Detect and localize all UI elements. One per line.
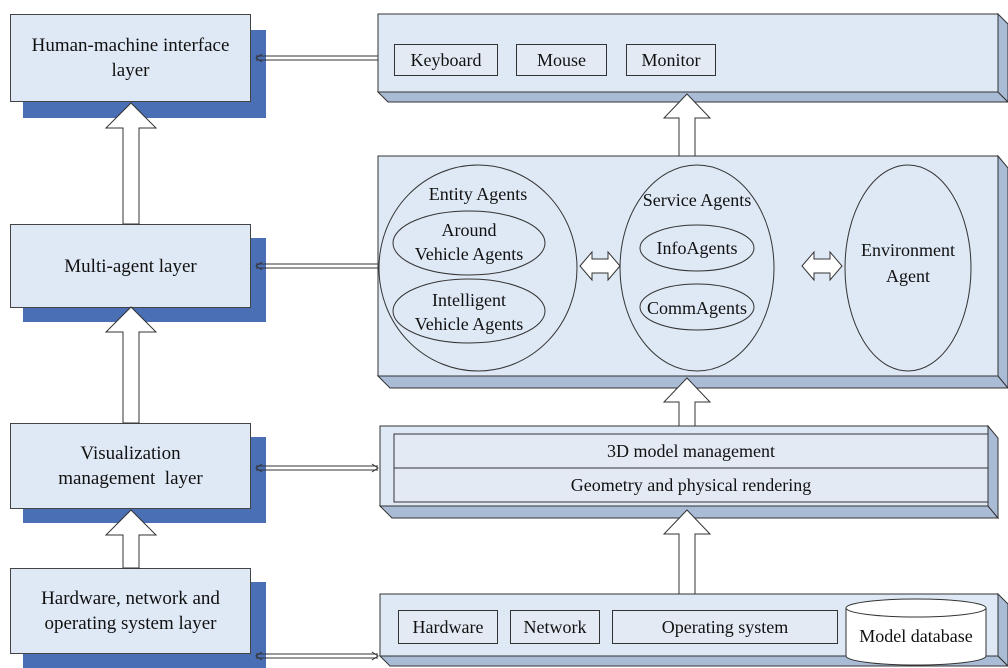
geometry-rendering-label: Geometry and physical rendering bbox=[570, 475, 812, 495]
intelligent-vehicle-line1: Intelligent bbox=[432, 290, 506, 310]
entity-service-double-arrow bbox=[579, 250, 621, 282]
hardware-layer-line2: operating system layer bbox=[44, 613, 217, 634]
hmi-layer-box: Human-machine interface layer bbox=[10, 14, 251, 102]
hmi-layer-line2: layer bbox=[111, 60, 150, 81]
infoagents-ellipse bbox=[639, 224, 755, 272]
monitor-box: Monitor bbox=[626, 44, 716, 76]
visualization-connector bbox=[255, 463, 379, 473]
network-item-box: Network bbox=[510, 610, 600, 644]
multi-agent-connector bbox=[255, 261, 378, 271]
model-database-cylinder bbox=[845, 598, 987, 666]
commagents-label: CommAgents bbox=[646, 298, 747, 318]
visualization-slab bbox=[378, 424, 1000, 520]
left-up-arrow-3 bbox=[104, 509, 158, 569]
commagents-ellipse bbox=[639, 283, 755, 331]
keyboard-box: Keyboard bbox=[394, 44, 498, 76]
multi-agent-layer-label: Multi-agent layer bbox=[64, 255, 197, 277]
intelligent-vehicle-ellipse bbox=[392, 278, 546, 344]
around-vehicle-line1: Around bbox=[441, 220, 497, 240]
intelligent-vehicle-line2: Vehicle Agents bbox=[414, 314, 524, 334]
right-up-arrow-1 bbox=[662, 93, 712, 157]
right-up-arrow-3 bbox=[662, 509, 712, 595]
environment-agent-ellipse bbox=[844, 164, 972, 372]
model-database-label: Model database bbox=[859, 626, 973, 646]
mouse-box: Mouse bbox=[516, 44, 607, 76]
hardware-connector bbox=[255, 651, 379, 661]
environment-agent-line1: Environment bbox=[861, 240, 955, 260]
infoagents-label: InfoAgents bbox=[656, 238, 738, 258]
hardware-item-box: Hardware bbox=[398, 610, 498, 644]
visualization-layer-line2: management layer bbox=[58, 468, 203, 489]
right-up-arrow-2 bbox=[662, 377, 712, 427]
left-up-arrow-1 bbox=[104, 102, 158, 225]
around-vehicle-ellipse bbox=[392, 210, 546, 276]
service-agents-title: Service Agents bbox=[642, 190, 752, 210]
hmi-connector bbox=[255, 53, 378, 63]
hardware-layer-line1: Hardware, network and bbox=[41, 588, 220, 609]
hmi-layer-line1: Human-machine interface bbox=[31, 35, 230, 56]
3d-model-management-label: 3D model management bbox=[607, 441, 775, 461]
hardware-layer-box: Hardware, network and operating system la… bbox=[10, 568, 251, 654]
visualization-layer-line1: Visualization bbox=[80, 443, 181, 464]
left-up-arrow-2 bbox=[104, 306, 158, 424]
operating-system-item-box: Operating system bbox=[612, 610, 838, 644]
environment-agent-line2: Agent bbox=[886, 266, 930, 286]
entity-agents-title: Entity Agents bbox=[428, 184, 528, 204]
around-vehicle-line2: Vehicle Agents bbox=[414, 244, 524, 264]
service-environment-double-arrow bbox=[801, 250, 843, 282]
